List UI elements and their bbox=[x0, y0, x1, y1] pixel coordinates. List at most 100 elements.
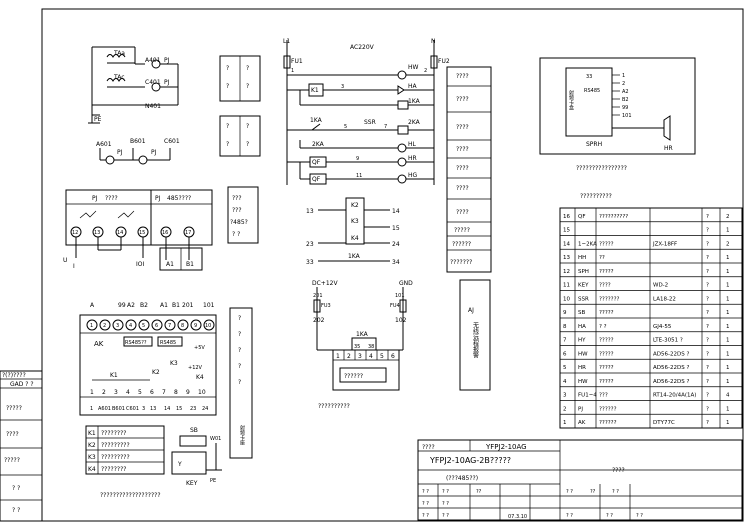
terminal-number: 8 bbox=[181, 323, 184, 329]
bom-cell-n: 1 bbox=[726, 420, 730, 426]
bom-cell-code: HH bbox=[578, 255, 586, 261]
key-switch: SB Y KEY W01 PE ??????????????????? bbox=[100, 427, 222, 499]
bom-cell-no: 3 bbox=[563, 393, 567, 399]
bom-cell-qty: ? bbox=[706, 406, 709, 412]
bom-cell-n: 1 bbox=[726, 228, 730, 234]
wire-number: 2 bbox=[424, 68, 427, 74]
terminal-label: 1 bbox=[90, 406, 93, 412]
control-side-label: ???? bbox=[456, 146, 469, 153]
module-ak: AK bbox=[94, 340, 104, 348]
side-box-label: ? bbox=[246, 123, 249, 130]
wire-number: 23 bbox=[306, 241, 314, 248]
bom-cell-no: 13 bbox=[563, 255, 570, 261]
bom-cell-name: ?????? bbox=[599, 406, 617, 412]
meter-b1: B1 bbox=[186, 261, 194, 268]
aj-label: AJ bbox=[468, 307, 474, 314]
current-transformer-section: TAa TAc A401 C401 N401 PJ PJ PE A601 B60… bbox=[88, 46, 180, 165]
supply-n: N bbox=[431, 38, 436, 45]
wire-number: 15 bbox=[392, 225, 400, 232]
terminal-number: 9 bbox=[186, 389, 190, 396]
module-t201: 201 bbox=[182, 302, 194, 309]
meter-coil-icon bbox=[105, 155, 115, 165]
terminal-number: 4 bbox=[126, 389, 130, 396]
bom-cell-name: ??????? bbox=[599, 296, 620, 302]
bom-cell-no: 4 bbox=[563, 379, 567, 385]
bom-cell-name: ????? bbox=[599, 365, 614, 371]
aj-text: 无线远程报警 bbox=[472, 322, 479, 359]
bom-cell-code: HA bbox=[578, 324, 586, 330]
module-t99: 99 bbox=[118, 302, 126, 309]
control-side-label: ?????? bbox=[452, 241, 471, 248]
coil-icon bbox=[117, 210, 135, 219]
key-id: K4 bbox=[88, 466, 96, 473]
bom-cell-no: 10 bbox=[563, 296, 570, 302]
bom-cell-qty: ? bbox=[706, 228, 709, 234]
terminal-label: 3 bbox=[142, 406, 145, 412]
terminal-label: 24 bbox=[202, 406, 208, 412]
module-caption: ??????????????????? bbox=[100, 492, 161, 499]
fuse-icon bbox=[430, 55, 438, 69]
relay-caption: ?????????? bbox=[318, 403, 350, 410]
bom-cell-no: 9 bbox=[563, 310, 567, 316]
bom-cell-model: DTY77C bbox=[653, 420, 675, 426]
bom-cell-code: HW bbox=[578, 379, 588, 385]
bom-cell-qty: ? bbox=[706, 214, 709, 220]
wire-number: 13 bbox=[306, 208, 314, 215]
bom-cell-n: 2 bbox=[726, 241, 730, 247]
title-block: ???? YFPJ2-10AG YFPJ2-10AG-2B????? (???4… bbox=[417, 439, 743, 521]
bom-cell-n: 1 bbox=[726, 351, 730, 357]
terminal-icon bbox=[203, 319, 215, 331]
module-rs485-a: RS485?? bbox=[125, 340, 147, 346]
card-seat-text: 射频卡座 bbox=[239, 424, 245, 446]
bom-cell-qty: ? bbox=[706, 420, 709, 426]
card-pin: 1 bbox=[622, 73, 625, 79]
buzzer-icon bbox=[397, 85, 405, 95]
bom-cell-code: PJ bbox=[578, 406, 583, 412]
terminal-icon bbox=[99, 319, 111, 331]
speaker-icon bbox=[663, 115, 671, 141]
terminal-number: 9 bbox=[194, 323, 197, 329]
card-reader-section: 射频卡盒 33 RS485 1 2 A2 B2 99 101 SPRH HR ?… bbox=[539, 57, 696, 172]
terminal-number: 1 bbox=[90, 389, 94, 396]
card-seat-label: ? bbox=[238, 331, 241, 338]
key-desc: ???????? bbox=[101, 466, 126, 473]
bom-cell-model: RT14-20/4A(1A) bbox=[653, 393, 696, 399]
terminal-number: 5 bbox=[142, 323, 145, 329]
meter-i: I bbox=[73, 263, 75, 270]
bom-cell-n: 1 bbox=[726, 269, 730, 275]
contact-1ka: 1KA bbox=[310, 117, 323, 124]
lamp-hr: HR bbox=[408, 155, 417, 162]
scale-label: ???? bbox=[612, 467, 625, 474]
terminal-icon bbox=[177, 319, 189, 331]
terminal-icon bbox=[138, 319, 150, 331]
lamp-icon bbox=[397, 174, 407, 184]
terminal-label: 15 bbox=[176, 406, 182, 412]
bom-cell-name: ????? bbox=[599, 269, 614, 275]
bom-cell-qty: ? bbox=[706, 324, 709, 330]
bom-cell-code: FU1~4 bbox=[578, 393, 597, 399]
key-id: K1 bbox=[88, 430, 96, 437]
relay-k1: K1 bbox=[311, 87, 319, 94]
title-cell: ? ? bbox=[442, 501, 449, 507]
ct-c601: C601 bbox=[164, 138, 180, 145]
card-pin: 99 bbox=[622, 105, 628, 111]
meter-pj-box: PJ ???? PJ 485???? 12 13 14 15 16 17 U I… bbox=[63, 189, 213, 271]
title-cell: ?? bbox=[476, 489, 482, 495]
terminal-number: 3 bbox=[114, 389, 118, 396]
key-desc: ????????? bbox=[101, 442, 130, 449]
module-bottom-labels: 1 A601 B601 C601 3 13 14 15 23 24 bbox=[90, 406, 208, 412]
drawing-code-label: ???? bbox=[422, 444, 435, 451]
speaker-sprh: SPRH bbox=[586, 141, 602, 148]
bom-cell-qty: ? bbox=[706, 393, 709, 399]
wire-number: 3 bbox=[341, 84, 344, 90]
card-seat-label: ? bbox=[238, 363, 241, 370]
card-reader-note: ???????????????? bbox=[576, 165, 627, 172]
supply-dc12: DC+12V bbox=[312, 280, 338, 287]
control-side-label: ???? bbox=[456, 73, 469, 80]
side-box-label: ? bbox=[226, 83, 229, 90]
meter-a1: A1 bbox=[166, 261, 174, 268]
wire-number: 24 bbox=[392, 241, 400, 248]
pj-label: PJ bbox=[92, 195, 98, 202]
